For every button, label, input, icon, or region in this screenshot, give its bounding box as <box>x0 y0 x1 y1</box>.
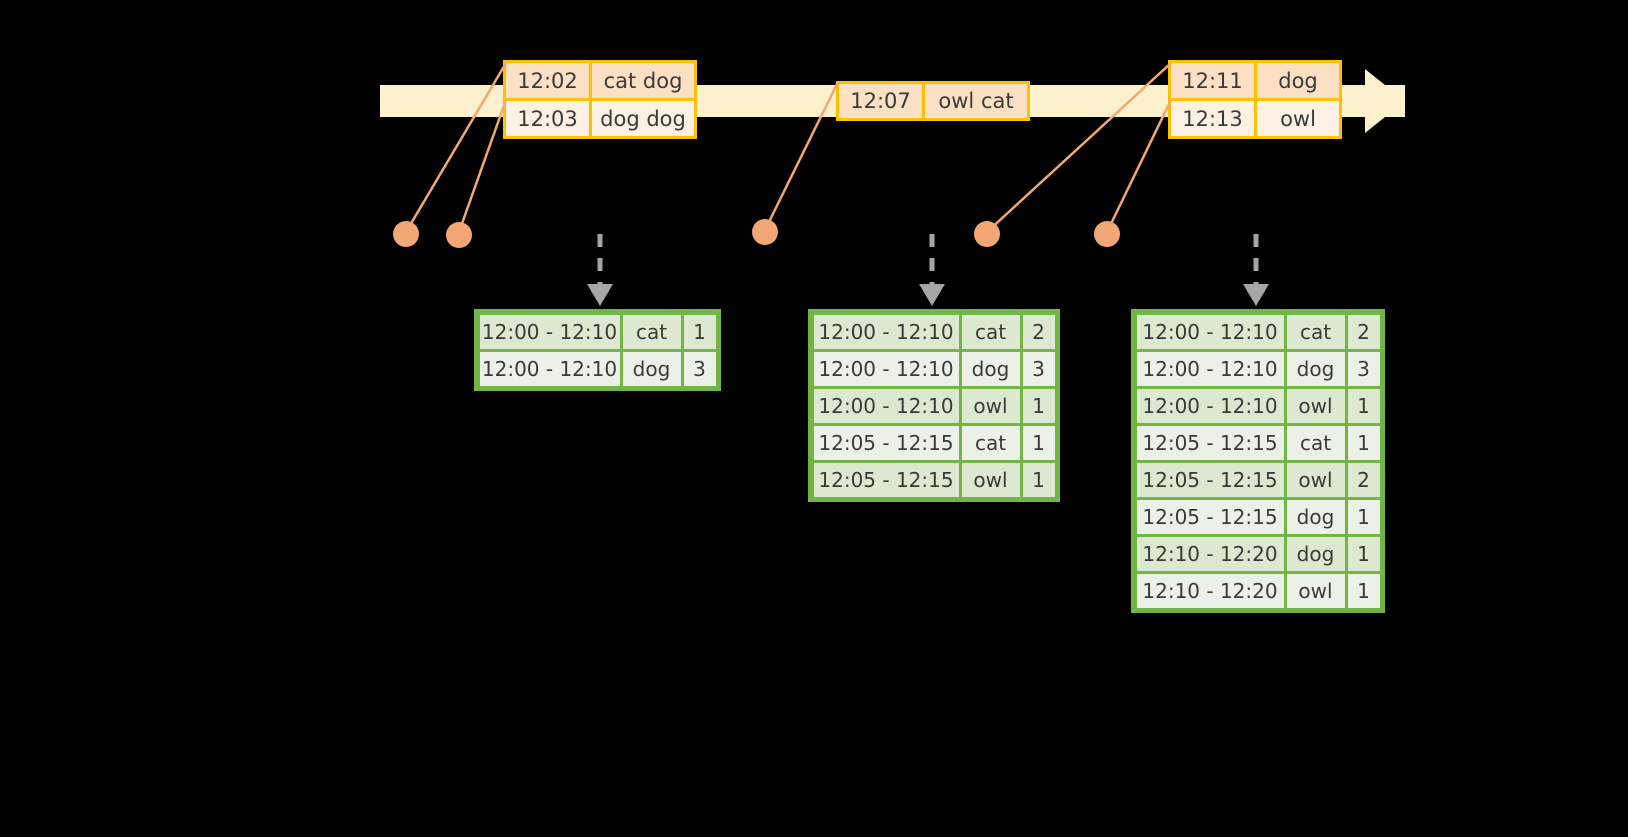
window-cell: 12:00 - 12:10 <box>1136 351 1284 386</box>
key-cell: owl <box>961 462 1020 497</box>
count-cell: 1 <box>1347 388 1380 423</box>
event-group-3[interactable]: 12:11 dog 12:13 owl <box>1168 60 1342 139</box>
agg-table-3[interactable]: 12:00 - 12:10 cat 2 12:00 - 12:10 dog 3 … <box>1131 309 1385 613</box>
table-row[interactable]: 12:00 - 12:10 cat 2 <box>812 313 1056 350</box>
window-cell: 12:05 - 12:15 <box>813 425 959 460</box>
event-payload: dog dog <box>592 101 694 136</box>
key-cell: cat <box>961 425 1020 460</box>
count-cell: 1 <box>1347 499 1380 534</box>
window-cell: 12:00 - 12:10 <box>813 388 959 423</box>
down-arrow-head <box>1243 284 1269 306</box>
event-payload: cat dog <box>592 63 694 98</box>
key-cell: owl <box>1286 573 1345 608</box>
connector-line <box>1105 99 1173 233</box>
key-cell: cat <box>961 314 1020 349</box>
window-cell: 12:10 - 12:20 <box>1136 536 1284 571</box>
key-cell: dog <box>1286 499 1345 534</box>
event-time: 12:03 <box>506 101 592 136</box>
window-cell: 12:05 - 12:15 <box>1136 499 1284 534</box>
key-cell: cat <box>1286 425 1345 460</box>
agg-table-2[interactable]: 12:00 - 12:10 cat 2 12:00 - 12:10 dog 3 … <box>808 309 1060 502</box>
key-cell: dog <box>961 351 1020 386</box>
count-cell: 1 <box>1022 388 1055 423</box>
table-row[interactable]: 12:00 - 12:10 owl 1 <box>1135 387 1381 424</box>
table-row[interactable]: 12:00 - 12:10 dog 3 <box>478 350 717 387</box>
window-cell: 12:00 - 12:10 <box>813 314 959 349</box>
window-cell: 12:05 - 12:15 <box>1136 462 1284 497</box>
event-row[interactable]: 12:03 dog dog <box>506 98 694 136</box>
connector-line <box>457 99 508 233</box>
event-payload: dog <box>1257 63 1339 98</box>
count-cell: 2 <box>1347 462 1380 497</box>
count-cell: 3 <box>1347 351 1380 386</box>
connector-dots <box>393 219 1120 248</box>
event-dot <box>393 221 419 247</box>
table-row[interactable]: 12:05 - 12:15 dog 1 <box>1135 498 1381 535</box>
event-row[interactable]: 12:02 cat dog <box>506 63 694 98</box>
count-cell: 1 <box>1022 462 1055 497</box>
event-time: 12:11 <box>1171 63 1257 98</box>
event-dot <box>446 222 472 248</box>
event-dot <box>752 219 778 245</box>
count-cell: 2 <box>1022 314 1055 349</box>
event-row[interactable]: 12:13 owl <box>1171 98 1339 136</box>
window-cell: 12:00 - 12:10 <box>813 351 959 386</box>
count-cell: 1 <box>683 314 716 349</box>
count-cell: 1 <box>1347 425 1380 460</box>
event-dot <box>974 221 1000 247</box>
event-dot <box>1094 221 1120 247</box>
table-row[interactable]: 12:00 - 12:10 dog 3 <box>812 350 1056 387</box>
key-cell: owl <box>961 388 1020 423</box>
down-arrow-group <box>597 234 1259 287</box>
event-row[interactable]: 12:11 dog <box>1171 63 1339 98</box>
key-cell: cat <box>622 314 681 349</box>
key-cell: dog <box>622 351 681 386</box>
down-arrow-heads <box>587 284 1269 306</box>
event-row[interactable]: 12:07 owl cat <box>839 84 1027 118</box>
event-time: 12:13 <box>1171 101 1257 136</box>
table-row[interactable]: 12:00 - 12:10 cat 2 <box>1135 313 1381 350</box>
window-cell: 12:00 - 12:10 <box>479 314 620 349</box>
key-cell: owl <box>1286 388 1345 423</box>
key-cell: dog <box>1286 536 1345 571</box>
event-group-2[interactable]: 12:07 owl cat <box>836 81 1030 121</box>
count-cell: 1 <box>1347 573 1380 608</box>
count-cell: 1 <box>1022 425 1055 460</box>
key-cell: cat <box>1286 314 1345 349</box>
window-cell: 12:05 - 12:15 <box>813 462 959 497</box>
down-arrow-head <box>587 284 613 306</box>
table-row[interactable]: 12:00 - 12:10 owl 1 <box>812 387 1056 424</box>
count-cell: 3 <box>1022 351 1055 386</box>
table-row[interactable]: 12:00 - 12:10 dog 3 <box>1135 350 1381 387</box>
window-cell: 12:00 - 12:10 <box>1136 314 1284 349</box>
table-row[interactable]: 12:05 - 12:15 owl 2 <box>1135 461 1381 498</box>
event-group-1[interactable]: 12:02 cat dog 12:03 dog dog <box>503 60 697 139</box>
window-cell: 12:00 - 12:10 <box>479 351 620 386</box>
table-row[interactable]: 12:10 - 12:20 dog 1 <box>1135 535 1381 572</box>
event-payload: owl <box>1257 101 1339 136</box>
event-payload: owl cat <box>925 84 1027 118</box>
count-cell: 3 <box>683 351 716 386</box>
event-time: 12:02 <box>506 63 592 98</box>
key-cell: dog <box>1286 351 1345 386</box>
key-cell: owl <box>1286 462 1345 497</box>
timeline-arrowhead <box>1365 69 1405 133</box>
agg-table-1[interactable]: 12:00 - 12:10 cat 1 12:00 - 12:10 dog 3 <box>474 309 721 391</box>
down-arrow-head <box>919 284 945 306</box>
table-row[interactable]: 12:05 - 12:15 cat 1 <box>812 424 1056 461</box>
table-row[interactable]: 12:05 - 12:15 cat 1 <box>1135 424 1381 461</box>
window-cell: 12:05 - 12:15 <box>1136 425 1284 460</box>
window-cell: 12:00 - 12:10 <box>1136 388 1284 423</box>
window-cell: 12:10 - 12:20 <box>1136 573 1284 608</box>
table-row[interactable]: 12:05 - 12:15 owl 1 <box>812 461 1056 498</box>
count-cell: 1 <box>1347 536 1380 571</box>
event-time: 12:07 <box>839 84 925 118</box>
table-row[interactable]: 12:10 - 12:20 owl 1 <box>1135 572 1381 609</box>
table-row[interactable]: 12:00 - 12:10 cat 1 <box>478 313 717 350</box>
count-cell: 2 <box>1347 314 1380 349</box>
